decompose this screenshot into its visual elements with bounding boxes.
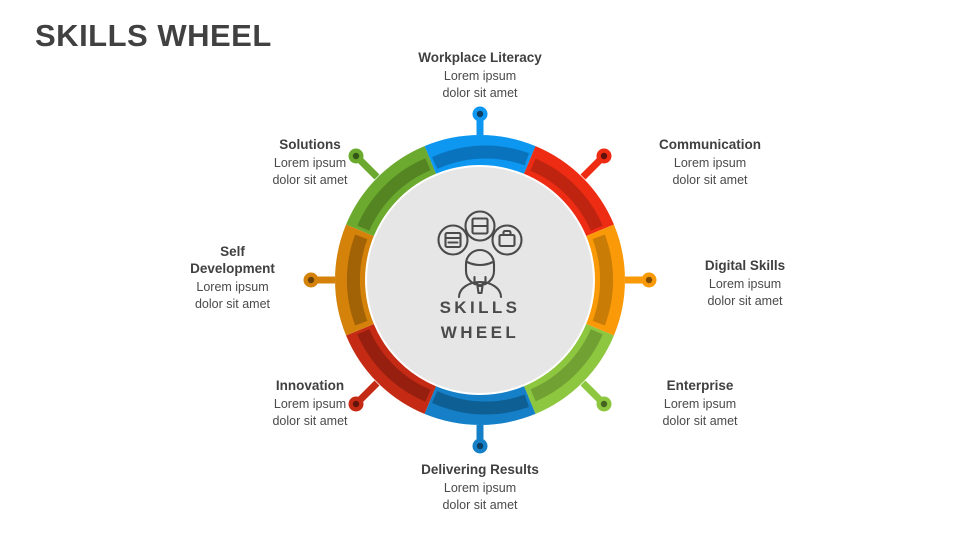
label-sub-delivering-results: Lorem ipsum dolor sit amet [442, 480, 518, 512]
label-innovation[interactable]: Innovation Lorem ipsum dolor sit amet [215, 378, 405, 430]
label-sub-innovation: Lorem ipsum dolor sit amet [272, 396, 348, 428]
connector-workplace-literacy [472, 106, 488, 135]
label-delivering-results[interactable]: Delivering Results Lorem ipsum dolor sit… [385, 462, 575, 514]
connector-enterprise [580, 380, 612, 412]
label-title-innovation: Innovation [275, 378, 345, 393]
connector-innovation [348, 380, 380, 412]
connector-digital-skills [625, 272, 657, 288]
ring-shadow-innovation [357, 329, 431, 402]
people-skills-icon [437, 210, 523, 299]
ring-shadow-digital-skills [592, 234, 614, 326]
label-title-self-development: Self Development [190, 244, 275, 276]
label-sub-digital-skills: Lorem ipsum dolor sit amet [707, 276, 783, 308]
ring-shadow-delivering-results [432, 391, 530, 415]
ring-shadow-self-development [346, 234, 368, 326]
ring-shadow-enterprise [530, 329, 603, 402]
ring-shadow-solutions [357, 158, 431, 231]
label-title-workplace-literacy: Workplace Literacy [418, 50, 542, 65]
connector-delivering-results [472, 425, 488, 454]
connector-solutions [348, 148, 380, 180]
label-sub-solutions: Lorem ipsum dolor sit amet [272, 155, 348, 187]
label-sub-self-development: Lorem ipsum dolor sit amet [194, 279, 271, 311]
label-workplace-literacy[interactable]: Workplace Literacy Lorem ipsum dolor sit… [385, 50, 575, 102]
label-solutions[interactable]: Solutions Lorem ipsum dolor sit amet [215, 137, 405, 189]
label-title-delivering-results: Delivering Results [421, 462, 539, 477]
label-title-communication: Communication [658, 137, 761, 152]
label-sub-enterprise: Lorem ipsum dolor sit amet [662, 396, 738, 428]
label-sub-communication: Lorem ipsum dolor sit amet [672, 155, 748, 187]
label-title-digital-skills: Digital Skills [704, 258, 786, 273]
label-digital-skills[interactable]: Digital Skills Lorem ipsum dolor sit ame… [660, 258, 830, 310]
page-title: SKILLS WHEEL [35, 18, 272, 53]
connector-communication [580, 148, 612, 180]
center-label: SKILLS WHEEL [439, 298, 521, 342]
ring-shadow-workplace-literacy [432, 145, 530, 169]
label-sub-workplace-literacy: Lorem ipsum dolor sit amet [442, 68, 518, 100]
label-title-enterprise: Enterprise [666, 378, 734, 393]
wheel-hub [367, 167, 593, 393]
ring-shadow-communication [530, 158, 603, 231]
label-self-development[interactable]: Self Development Lorem ipsum dolor sit a… [160, 244, 305, 313]
label-enterprise[interactable]: Enterprise Lorem ipsum dolor sit amet [615, 378, 785, 430]
connector-self-development [303, 272, 335, 288]
label-title-solutions: Solutions [279, 137, 341, 152]
label-communication[interactable]: Communication Lorem ipsum dolor sit amet [615, 137, 805, 189]
